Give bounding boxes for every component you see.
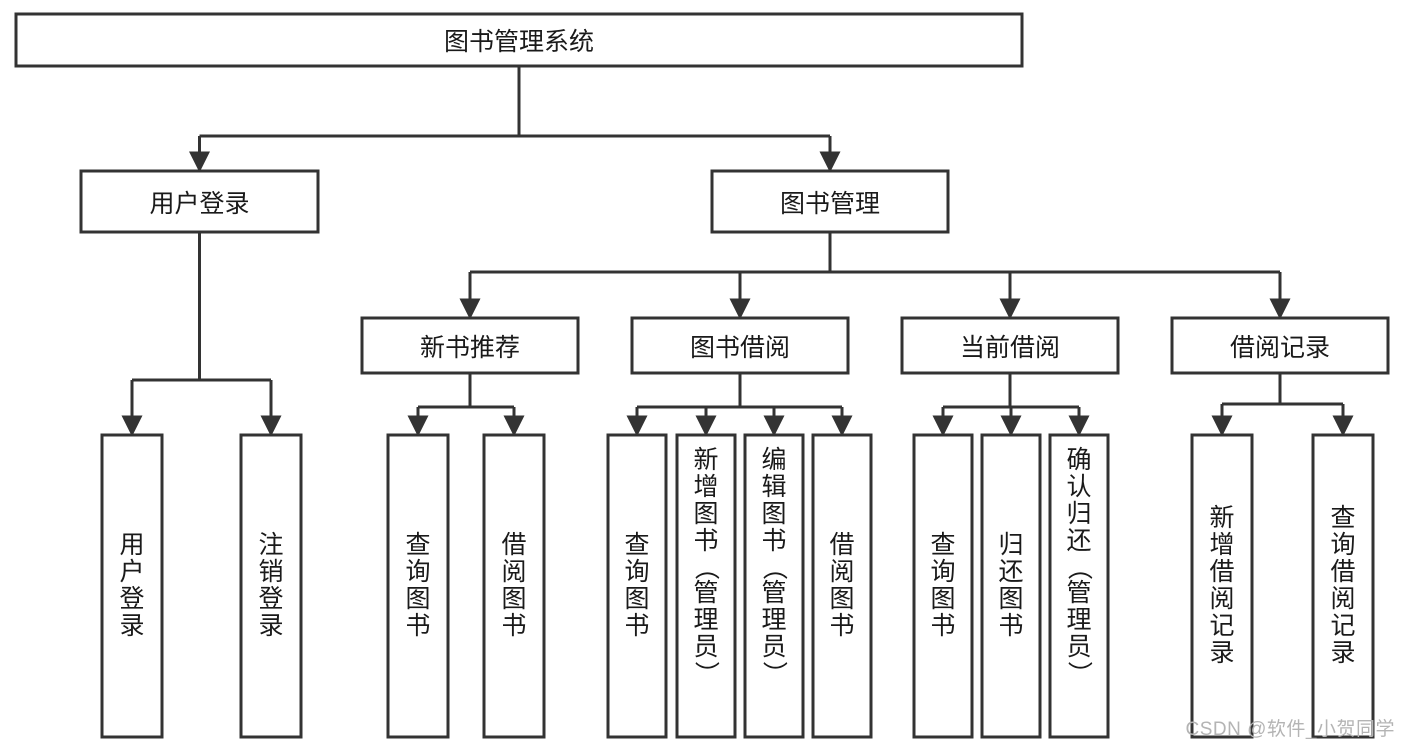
node-box-current-borrow[interactable] xyxy=(900,316,1120,375)
node-box-leaf-return-book[interactable] xyxy=(980,433,1042,739)
node-box-user-login[interactable] xyxy=(79,169,320,234)
node-box-leaf-user-login[interactable] xyxy=(100,433,164,739)
node-box-root[interactable] xyxy=(14,12,1024,68)
node-box-book-management[interactable] xyxy=(710,169,950,234)
node-box-leaf-borrow-book-recommend[interactable] xyxy=(482,433,546,739)
node-box-leaf-borrow-book[interactable] xyxy=(811,433,873,739)
node-box-leaf-confirm-return-admin[interactable] xyxy=(1048,433,1110,739)
node-box-leaf-add-borrow-record[interactable] xyxy=(1190,433,1254,739)
node-box-leaf-edit-book-admin[interactable] xyxy=(743,433,805,739)
node-box-leaf-query-book-borrow[interactable] xyxy=(606,433,668,739)
node-box-leaf-query-borrow-record[interactable] xyxy=(1311,433,1375,739)
node-box-leaf-logout[interactable] xyxy=(239,433,303,739)
watermark-text: CSDN @软件_小贺同学 xyxy=(1185,719,1395,740)
node-box-book-borrow[interactable] xyxy=(630,316,850,375)
connector-group xyxy=(121,66,1354,437)
node-box-borrow-records[interactable] xyxy=(1170,316,1390,375)
node-box-leaf-query-book-current[interactable] xyxy=(912,433,974,739)
node-box-group xyxy=(14,12,1390,739)
node-box-new-book-recommend[interactable] xyxy=(360,316,580,375)
node-box-leaf-add-book-admin[interactable] xyxy=(675,433,737,739)
node-box-leaf-query-book-recommend[interactable] xyxy=(386,433,450,739)
